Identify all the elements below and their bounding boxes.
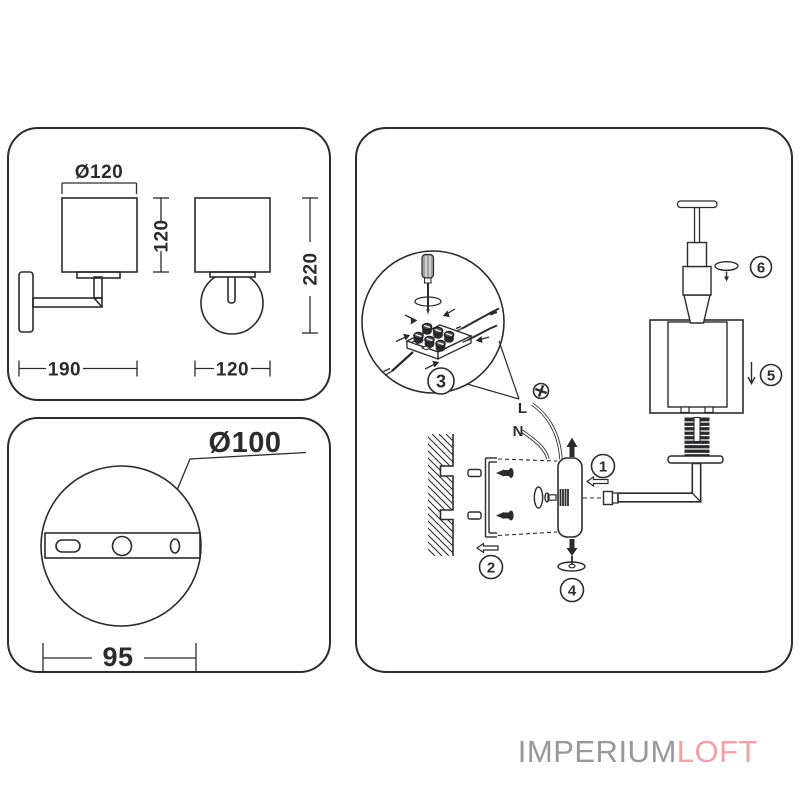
arrow-left-icon (585, 475, 609, 488)
arm-flange (667, 455, 724, 464)
shade-outline-front (194, 197, 271, 273)
shade-assembly (649, 200, 744, 464)
step-badges: 3 1 2 4 5 6 (427, 255, 783, 603)
wall-hatching (428, 434, 453, 556)
dim-overall-width: 120 (216, 360, 249, 381)
center-hole (111, 535, 133, 557)
terminal-wires (383, 307, 500, 377)
ground-screw-icon (532, 382, 550, 400)
dim-shade-height: 120 (152, 219, 173, 252)
socket-top (686, 241, 708, 268)
wire-label-neutral: N (513, 423, 524, 440)
step-1-badge (590, 453, 616, 479)
dim-slot-spacing: 95 (102, 642, 133, 672)
step-3-badge (427, 367, 455, 395)
brand-logo-accent: LOFT (676, 734, 758, 769)
base-plate-view (40, 451, 307, 671)
terminal-block (383, 307, 500, 377)
insert-arrows (395, 308, 490, 370)
alignment-dashes (497, 458, 558, 537)
arm-horizontal (32, 297, 103, 308)
step-6-number: 6 (757, 260, 765, 277)
arm-vertical (93, 276, 103, 299)
side-hole (169, 538, 181, 554)
assembly-arrow-down (566, 539, 578, 556)
wall-anchor (467, 468, 482, 478)
canopy-plate (557, 457, 583, 538)
supply-wires (520, 402, 563, 460)
dimension-lines-spec (18, 182, 318, 377)
step-5-badge (759, 363, 783, 387)
step-4-badge (559, 577, 585, 603)
base-plate-circle (40, 465, 202, 627)
leader-line (176, 451, 307, 490)
finial-rod (693, 206, 701, 244)
sconce-side-view (18, 197, 138, 333)
brand-logo: IMPERIUMLOFT (518, 734, 758, 770)
wall-anchor (467, 511, 482, 520)
dim-base-diameter: Ø100 (209, 427, 282, 459)
arm-elbow (93, 297, 103, 308)
spec-panel-frame (7, 127, 331, 401)
callout-circle (361, 250, 505, 394)
arrow-left-icon (475, 542, 499, 554)
screwdriver (414, 253, 442, 315)
canopy-screw-group (533, 486, 603, 509)
mount-screws (496, 468, 514, 521)
assembly-arrow-up (566, 437, 578, 457)
dim-overall-height: 220 (301, 252, 322, 285)
wall-section (428, 434, 454, 556)
shade-inner-diffuser (667, 321, 728, 408)
dim-shade-diameter: Ø120 (75, 162, 123, 183)
brand-logo-primary: IMPERIUM (517, 734, 677, 769)
step-1-number: 1 (599, 459, 607, 476)
step-6-badge (749, 255, 773, 279)
dim-overall-depth: 190 (48, 360, 81, 381)
sconce-front-view (194, 197, 271, 335)
socket-cover (682, 265, 712, 296)
mount-slot (55, 539, 81, 553)
step-5-number: 5 (767, 368, 775, 385)
wall-edge (439, 434, 454, 556)
step-2-badge (478, 554, 504, 580)
wire-label-live: L (518, 400, 527, 417)
terminals (413, 322, 455, 352)
step-4-number: 4 (568, 583, 577, 600)
shade-outline (61, 197, 138, 273)
rotate-icon (714, 261, 739, 282)
terminal-callout (361, 250, 520, 400)
rotate-icon (414, 296, 442, 307)
rotate-icon (557, 561, 586, 572)
wall-bracket (484, 457, 497, 538)
lamp-arm (602, 462, 702, 506)
wall-fasteners (467, 457, 558, 538)
step-2-number: 2 (487, 560, 495, 577)
finial-cap (676, 200, 718, 209)
bottom-screw-group (557, 554, 586, 572)
step-3-number: 3 (436, 372, 446, 392)
threaded-socket (684, 416, 710, 457)
arrow-down-icon (747, 362, 756, 385)
